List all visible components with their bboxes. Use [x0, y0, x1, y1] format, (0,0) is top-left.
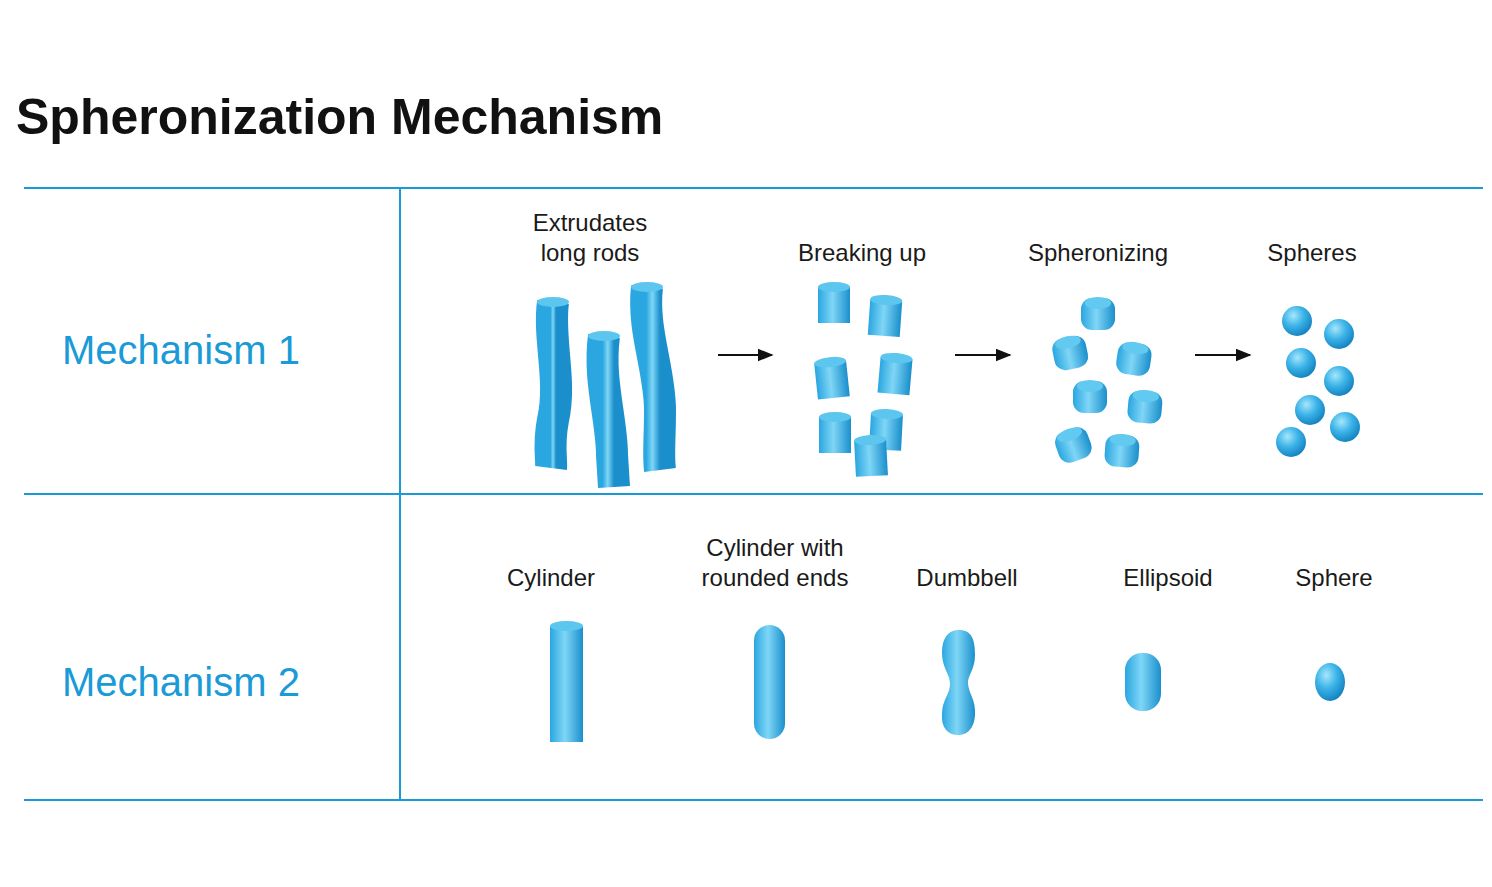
- shape-caption: Sphere: [1295, 563, 1372, 593]
- stage-caption: Spheronizing: [1028, 238, 1168, 268]
- diagram-title: Spheronization Mechanism: [16, 88, 663, 146]
- row-heading: Mechanism 1: [62, 328, 300, 373]
- rounding-pieces: [1050, 297, 1163, 468]
- stage-caption: Breaking up: [798, 238, 926, 268]
- shape-caption: Dumbbell: [916, 563, 1017, 593]
- extrudate-rods: [537, 282, 663, 487]
- process-arrows: [718, 354, 1250, 356]
- broken-pieces: [814, 282, 913, 477]
- shape-caption: Cylinder: [507, 563, 595, 593]
- table-rules: [24, 188, 1483, 800]
- row-heading: Mechanism 2: [62, 660, 300, 705]
- stage-caption: Spheres: [1267, 238, 1356, 268]
- shape-caption: Ellipsoid: [1123, 563, 1212, 593]
- stage-caption: Extrudates long rods: [515, 208, 665, 268]
- shape-stages: [550, 621, 1345, 742]
- spheres: [1276, 306, 1360, 457]
- shape-caption: Cylinder with rounded ends: [680, 533, 870, 593]
